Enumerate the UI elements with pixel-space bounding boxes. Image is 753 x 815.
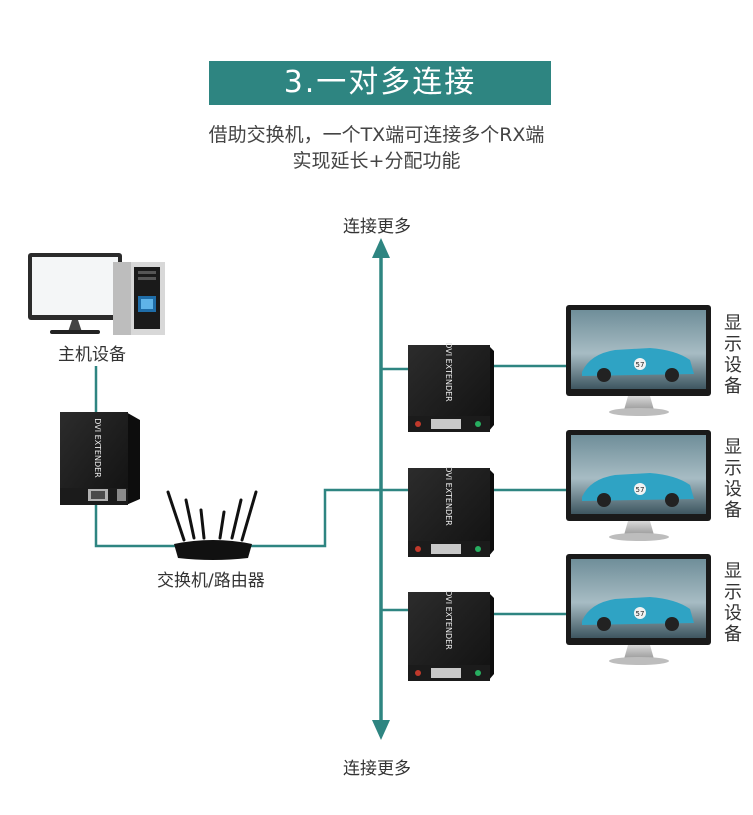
receiver-3-model-text: DVI EXTENDER bbox=[444, 590, 453, 650]
connection-lines bbox=[94, 364, 566, 616]
receiver-extender-3: DVI EXTENDER bbox=[408, 590, 494, 681]
title-banner: 3.一对多连接 bbox=[209, 61, 551, 105]
display-label-2: 显示设备 bbox=[721, 437, 742, 521]
receiver-extender-1: DVI EXTENDER bbox=[408, 342, 494, 432]
display-label-3: 显示设备 bbox=[721, 561, 742, 645]
arrow-top-label: 连接更多 bbox=[343, 217, 411, 237]
receiver-2-model-text: DVI EXTENDER bbox=[444, 466, 453, 526]
arrow-bottom-label: 连接更多 bbox=[343, 759, 411, 779]
display-2: 57 bbox=[566, 430, 711, 541]
receiver-1-model-text: DVI EXTENDER bbox=[444, 342, 453, 402]
display-1: 57 bbox=[566, 305, 711, 416]
transmitter-model-text: DVI EXTENDER bbox=[93, 418, 102, 478]
host-computer bbox=[28, 253, 165, 335]
transmitter-to-switch-line bbox=[94, 505, 178, 548]
display-label-1: 显示设备 bbox=[721, 313, 742, 397]
arrow-down-head bbox=[372, 720, 390, 740]
transmitter-extender: DVI EXTENDER bbox=[60, 412, 140, 505]
arrow-up-head bbox=[372, 238, 390, 258]
router-switch bbox=[166, 490, 258, 560]
car-number-3: 57 bbox=[636, 610, 645, 618]
car-number-1: 57 bbox=[636, 361, 645, 369]
expansion-arrow bbox=[372, 238, 390, 740]
receiver-extender-2: DVI EXTENDER bbox=[408, 466, 494, 557]
switch-label: 交换机/路由器 bbox=[157, 571, 265, 591]
display-3: 57 bbox=[566, 554, 711, 665]
car-number-2: 57 bbox=[636, 486, 645, 494]
subtitle-line-2: 实现延长+分配功能 bbox=[292, 150, 461, 172]
host-label: 主机设备 bbox=[58, 345, 126, 365]
subtitle-line-1: 借助交换机，一个TX端可连接多个RX端 bbox=[208, 124, 545, 146]
switch-to-receivers-line bbox=[247, 488, 408, 548]
